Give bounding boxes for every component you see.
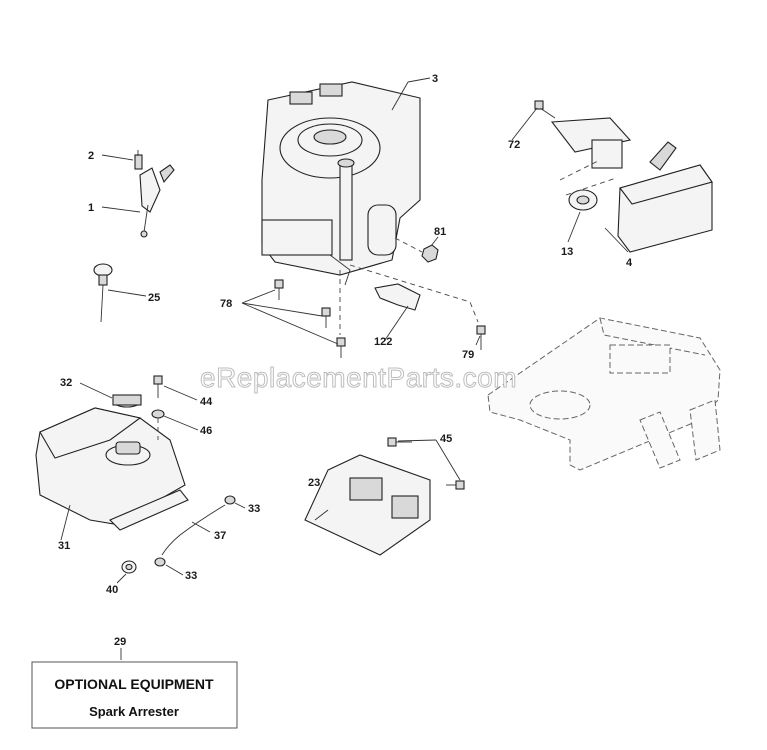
part-label-31: 31 <box>58 540 70 552</box>
heat-shield-122 <box>374 283 421 311</box>
part-label-1: 1 <box>88 202 94 214</box>
engine-assembly <box>261 81 421 286</box>
dashed-leader <box>394 237 423 253</box>
part-label-45: 45 <box>440 433 452 445</box>
nut-81 <box>421 244 439 263</box>
part-label-81: 81 <box>434 226 446 238</box>
part-label-29: 29 <box>114 636 126 648</box>
part-label-72: 72 <box>508 139 520 151</box>
part-label-33b: 33 <box>185 570 197 582</box>
part-label-122: 122 <box>374 336 392 348</box>
fuel-tank-assembly <box>35 394 189 531</box>
chassis-frame <box>487 317 721 471</box>
bolt-79 <box>476 325 486 350</box>
part-label-40: 40 <box>106 584 118 596</box>
muffler-assembly <box>534 100 713 253</box>
dipstick <box>93 263 113 323</box>
part-label-23: 23 <box>308 477 320 489</box>
throttle-control-assembly <box>134 150 175 238</box>
mounting-plate-23 <box>304 437 465 556</box>
part-label-78: 78 <box>220 298 232 310</box>
part-label-44: 44 <box>200 396 213 408</box>
part-label-33a: 33 <box>248 503 260 515</box>
fuel-line-parts <box>121 375 236 574</box>
part-label-32: 32 <box>60 377 72 389</box>
engine-mount-bolts <box>274 279 346 358</box>
part-label-2: 2 <box>88 150 94 162</box>
part-label-79: 79 <box>462 349 474 361</box>
watermark: eReplacementParts.com <box>200 362 517 393</box>
part-label-37: 37 <box>214 530 226 542</box>
dashed-leader <box>349 264 479 323</box>
part-label-25: 25 <box>148 292 160 304</box>
part-label-46: 46 <box>200 425 212 437</box>
leader-lines <box>60 77 629 660</box>
optional-equipment-subtitle: Spark Arrester <box>89 704 179 719</box>
optional-equipment-title: OPTIONAL EQUIPMENT <box>54 676 214 692</box>
part-label-13: 13 <box>561 246 573 258</box>
part-label-4: 4 <box>626 257 633 269</box>
part-label-3: 3 <box>432 73 438 85</box>
optional-equipment-box: OPTIONAL EQUIPMENT Spark Arrester <box>31 661 238 729</box>
